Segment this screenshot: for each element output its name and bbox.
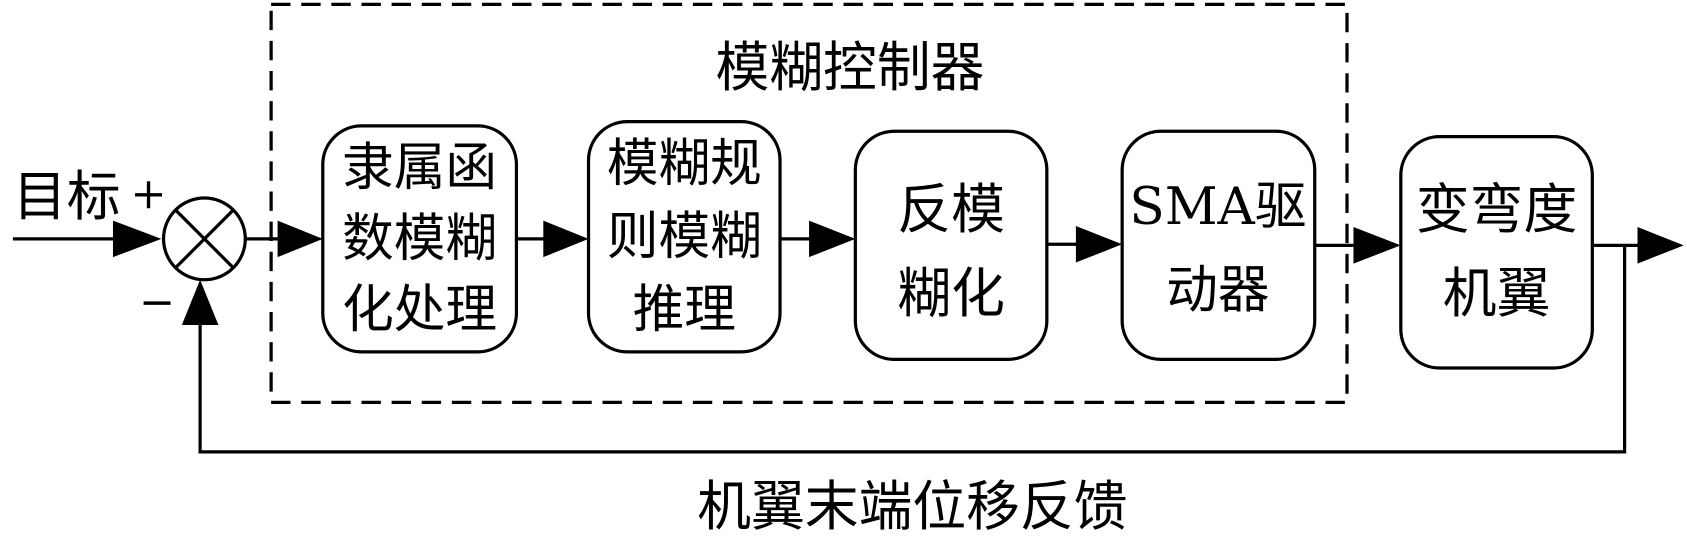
minus-sign: − (139, 277, 175, 327)
arrow-block2-to-block3 (780, 220, 856, 258)
block-sma-driver: SMA驱 动器 (1120, 129, 1317, 361)
output-arrow (1592, 227, 1684, 264)
block1-line3: 化处理 (342, 280, 497, 340)
block1-line2: 数模糊 (342, 209, 497, 269)
block-variable-camber-wing: 变弯度 机翼 (1399, 135, 1594, 370)
plus-sign: + (130, 170, 166, 220)
controller-group-border (269, 2, 1349, 405)
block3-line2: 糊化 (897, 262, 1005, 325)
block2-line1: 模糊规 (607, 134, 762, 194)
block-fuzzy-rule-inference: 模糊规 则模糊 推理 (586, 119, 782, 354)
feedback-label: 机翼末端位移反馈 (697, 475, 1127, 538)
summing-junction-icon (161, 196, 247, 282)
block4-line2: 动器 (1166, 261, 1269, 321)
block1-line1: 隶属函 (342, 138, 497, 198)
arrow-block1-to-block2 (516, 220, 589, 258)
arrow-block3-to-block4 (1046, 225, 1123, 263)
block-membership-fuzzification: 隶属函 数模糊 化处理 (321, 124, 519, 354)
block2-line3: 推理 (633, 280, 736, 340)
arrow-block4-to-block5 (1314, 227, 1401, 264)
block5-line1: 变弯度 (1416, 178, 1577, 241)
input-label: 目标 (13, 165, 121, 228)
arrow-sum-to-block1 (245, 220, 323, 258)
input-arrow (12, 220, 162, 258)
block2-line2: 则模糊 (607, 207, 762, 267)
block-defuzzification: 反模 糊化 (853, 129, 1049, 361)
block5-line2: 机翼 (1443, 262, 1551, 325)
controller-title: 模糊控制器 (715, 36, 984, 99)
feedback-path (181, 245, 1627, 454)
block3-line1: 反模 (897, 178, 1005, 241)
block4-line1: SMA驱 (1129, 177, 1306, 237)
